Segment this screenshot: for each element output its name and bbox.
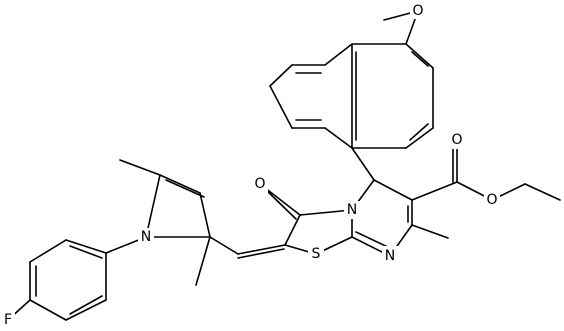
bond-44	[29, 299, 67, 321]
atom-ester-carbonyl-oxygen: O	[449, 131, 465, 149]
bond-45	[65, 299, 107, 321]
bond-double-8	[237, 248, 285, 259]
bond-double-5	[355, 231, 391, 249]
ester-carbonyl-oxygen-label: O	[451, 132, 462, 148]
atom-sulfur: S	[308, 245, 324, 263]
atom-label-layer: O O O O N N N S	[1, 1, 500, 329]
bond-6	[269, 85, 293, 129]
bond-22	[284, 214, 301, 246]
bond-41	[65, 239, 107, 254]
bond-34	[199, 192, 211, 238]
pyrrole-nitrogen-label: N	[141, 229, 151, 245]
bond-27	[411, 181, 458, 201]
sulfur-label: S	[312, 246, 321, 262]
bond-double-7	[263, 187, 297, 220]
bond-double-4	[411, 51, 429, 67]
bond-32	[237, 244, 286, 255]
bond-16	[373, 179, 413, 201]
bond-42	[29, 239, 67, 263]
bond-10	[405, 127, 434, 149]
methoxy-oxygen-label: O	[412, 3, 423, 19]
bond-36	[145, 174, 161, 238]
imine-nitrogen-label: N	[385, 248, 395, 264]
atom-ring-nitrogen: N	[344, 201, 360, 219]
atom-methoxy-oxygen: O	[410, 1, 426, 19]
bond-8	[324, 127, 353, 149]
fluorine-label: F	[4, 312, 12, 328]
bond-double-12	[69, 295, 103, 315]
ring-nitrogen-label: N	[347, 202, 357, 218]
bond-31	[524, 183, 561, 201]
bond-21	[299, 209, 353, 216]
atom-ketone-oxygen: O	[252, 175, 268, 193]
atom-ester-ether-oxygen: O	[484, 191, 500, 209]
atom-pyrrole-nitrogen: N	[138, 228, 154, 246]
bond-5	[269, 64, 293, 87]
bond-39	[195, 236, 211, 286]
bond-33	[209, 236, 239, 255]
ester-ether-oxygen-label: O	[486, 192, 497, 208]
bond-14	[351, 147, 375, 181]
bond-double-3	[409, 123, 429, 141]
bond-layer	[7, 10, 561, 321]
bond-double-13	[69, 245, 103, 259]
bond-35	[159, 174, 201, 194]
bond-38	[119, 159, 161, 176]
bond-3	[324, 43, 353, 66]
atom-fluorine: F	[1, 311, 15, 329]
bond-12	[405, 43, 434, 69]
bond-26	[411, 224, 449, 239]
bond-double-9	[165, 179, 205, 198]
atom-imine-nitrogen: N	[382, 246, 398, 264]
ketone-oxygen-label: O	[254, 176, 265, 192]
